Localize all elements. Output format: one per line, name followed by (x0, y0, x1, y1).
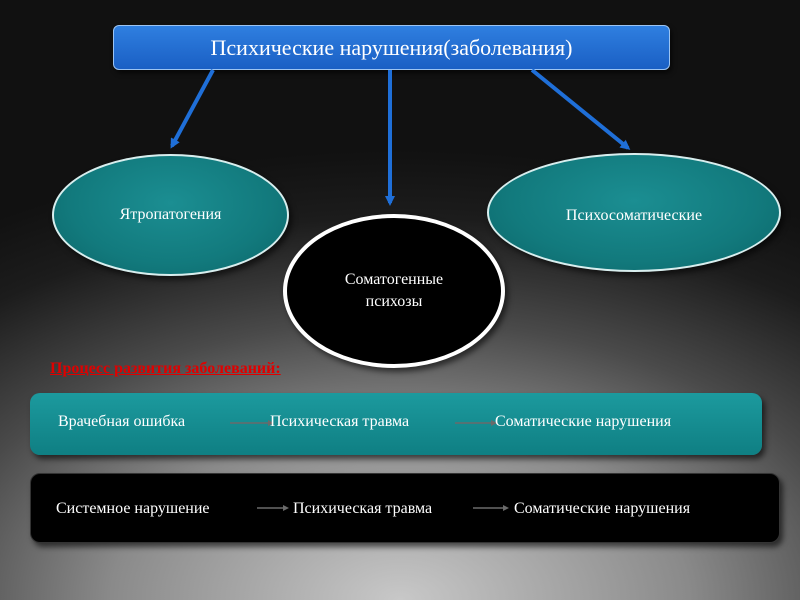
process-1-step-3: Соматические нарушения (495, 413, 672, 430)
node-iatrogeny-label: Ятропатогения (119, 206, 222, 224)
process-1-arrows (230, 420, 497, 426)
node-iatrogeny: Ятропатогения (52, 154, 289, 276)
node-somatogenic-psychoses: Соматогенные психозы (283, 214, 505, 368)
process-2-step-3: Соматические нарушения (514, 500, 691, 517)
process-heading: Процесс развития заболеваний: (50, 360, 281, 377)
process-2-arrows (257, 505, 509, 511)
process-1-step-2: Психическая травма (270, 413, 410, 430)
arrow-to-iatro (170, 69, 215, 149)
process-bar-2: Системное нарушение Психическая травма С… (30, 473, 780, 543)
process-2-step-1: Системное нарушение (56, 500, 210, 517)
node-somatogenic-line2: психозы (365, 293, 423, 310)
node-somatogenic-line1: Соматогенные (344, 271, 444, 289)
process-2-step-2: Психическая травма (293, 500, 433, 517)
arrow-to-psychosomatic (530, 68, 631, 150)
node-psychosomatic-label: Психосоматические (565, 207, 703, 224)
process-1-step-1: Врачебная ошибка (58, 413, 186, 430)
node-psychosomatic: Психосоматические (487, 153, 781, 272)
process-bar-1: Врачебная ошибка Психическая травма Сома… (30, 393, 762, 455)
title-box: Психические нарушения(заболевания) (113, 25, 670, 70)
diagram-title: Психические нарушения(заболевания) (210, 34, 573, 60)
